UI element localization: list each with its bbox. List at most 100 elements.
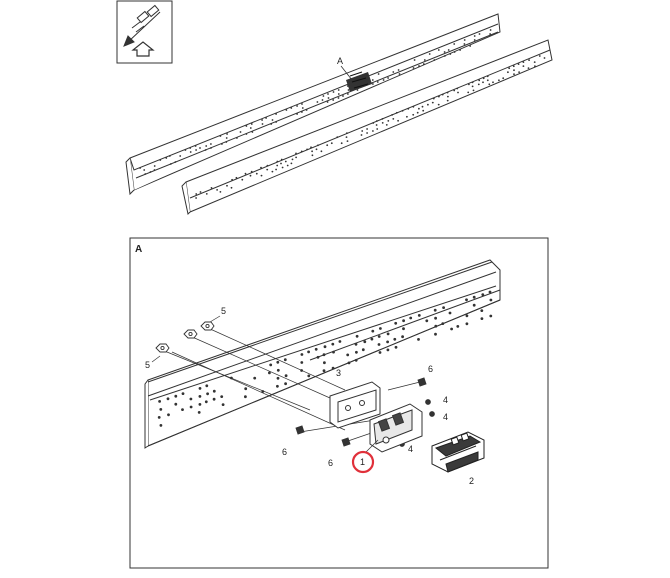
rail-hole xyxy=(326,144,329,147)
rail-hole xyxy=(366,132,368,134)
rail-hole xyxy=(235,176,238,179)
callout-5-upper: 5 xyxy=(221,306,226,316)
rail-hole xyxy=(397,69,400,71)
rail-hole xyxy=(261,119,263,121)
rail-hole xyxy=(268,371,271,375)
rail-hole xyxy=(323,345,327,349)
rail-hole xyxy=(480,317,484,320)
rail-hole xyxy=(336,136,339,139)
callout-5-lower: 5 xyxy=(145,360,150,370)
rail-hole xyxy=(250,123,253,125)
rail-hole xyxy=(322,95,325,97)
rail-hole xyxy=(513,73,515,76)
rail-hole xyxy=(469,45,472,47)
nut-right-1 xyxy=(425,399,431,405)
rail-hole xyxy=(167,413,170,417)
rail-hole xyxy=(275,121,277,123)
rail-hole xyxy=(276,160,279,163)
orientation-indicator xyxy=(116,0,173,64)
rail-hole xyxy=(179,155,182,157)
rail-hole xyxy=(492,81,494,84)
rail-hole xyxy=(378,351,382,354)
rail-hole xyxy=(398,73,401,75)
rail-hole xyxy=(307,350,310,354)
rail-hole xyxy=(340,142,343,145)
rail-hole xyxy=(538,55,541,57)
mounting-bracket xyxy=(329,381,381,429)
rail-hole xyxy=(392,71,395,73)
rail-hole xyxy=(320,150,323,153)
detail-rail-holes xyxy=(157,290,493,427)
rail-hole xyxy=(446,99,449,102)
rail-hole xyxy=(305,109,308,111)
rail-hole xyxy=(189,147,192,149)
rail-hole xyxy=(347,89,350,91)
rail-hole xyxy=(314,347,318,351)
rail-hole xyxy=(307,374,311,378)
rail-hole xyxy=(425,319,429,323)
rail-hole xyxy=(437,49,440,51)
rail-hole xyxy=(276,360,280,364)
rail-hole xyxy=(467,91,470,94)
rail-hole xyxy=(174,402,178,406)
rail-hole xyxy=(210,147,212,149)
rail-hole xyxy=(322,369,326,373)
rail-hole xyxy=(463,43,466,45)
callout-3: 3 xyxy=(336,368,341,378)
rail-hole xyxy=(153,169,156,171)
rail-hole xyxy=(366,128,368,130)
rail-hole xyxy=(300,353,304,356)
rail-hole xyxy=(478,33,481,35)
rail-hole xyxy=(394,321,398,325)
detail-rail xyxy=(144,259,501,449)
rail-hole xyxy=(423,59,426,61)
rail-hole xyxy=(413,59,416,61)
rail-hole xyxy=(421,105,424,108)
rail-hole xyxy=(301,111,303,113)
rail-hole xyxy=(206,392,210,396)
rail-hole xyxy=(370,337,374,341)
rail-hole xyxy=(427,103,429,106)
rail-hole xyxy=(199,147,201,149)
rail-hole xyxy=(489,314,493,318)
rail-hole xyxy=(376,81,379,83)
highlight-ring[interactable] xyxy=(351,450,375,474)
rail-hole xyxy=(480,309,484,312)
rail-hole xyxy=(377,335,381,338)
nut-lower xyxy=(155,343,170,353)
rail-hole xyxy=(195,197,198,199)
rail-hole xyxy=(212,389,216,393)
rail-hole xyxy=(381,118,384,120)
rail-hole xyxy=(345,136,348,139)
rail-hole xyxy=(270,123,273,125)
rail-hole xyxy=(372,122,375,124)
rail-hole xyxy=(489,33,491,35)
rail-hole xyxy=(266,168,269,171)
fasteners xyxy=(155,321,435,447)
detail-frame-label: A xyxy=(135,244,142,255)
rail-hole xyxy=(205,193,208,195)
rail-hole xyxy=(489,298,493,302)
rail-hole xyxy=(354,342,358,346)
rail-hole xyxy=(372,130,374,132)
rail-hole xyxy=(158,400,162,403)
rail-hole xyxy=(387,77,389,79)
highlighted-callout[interactable]: 1 xyxy=(351,439,379,474)
rail-hole xyxy=(386,348,390,352)
rail-hole xyxy=(422,109,425,112)
rail-hole xyxy=(316,355,320,359)
rail-hole xyxy=(210,143,212,145)
rail-hole xyxy=(174,394,178,398)
rail-hole xyxy=(459,49,461,51)
rail-hole xyxy=(472,303,476,307)
rail-hole xyxy=(276,376,280,380)
callout-labels: 5 5 3 6 4 4 4 6 6 2 xyxy=(145,306,474,486)
rail-hole xyxy=(347,361,351,365)
rail-hole xyxy=(189,151,192,153)
rail-hole xyxy=(457,91,459,94)
rail-hole xyxy=(219,135,222,137)
rail-hole xyxy=(281,166,284,169)
rail-hole xyxy=(412,105,415,108)
rail-hole xyxy=(226,133,229,135)
rail-hole xyxy=(239,131,242,133)
